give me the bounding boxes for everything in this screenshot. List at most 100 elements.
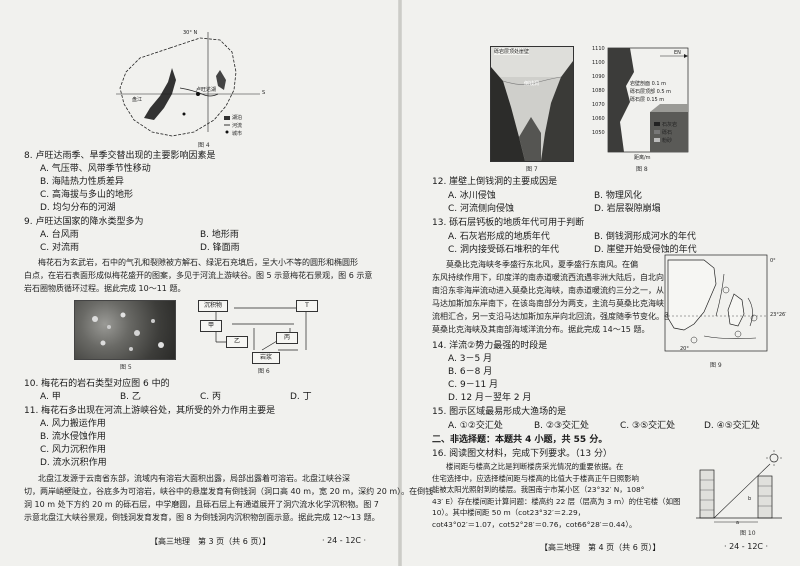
fig8-label-3: 砾石层 0.15 m [630, 97, 665, 103]
q11-option-a[interactable]: A. 风力搬运作用 [40, 419, 106, 429]
fig4-country-outline [119, 37, 237, 137]
q10-stem: 10. 梅花石的岩石类型对应图 6 中的 [24, 379, 170, 389]
q14-stem: 14. 洋流②势力最强的时段是 [432, 341, 548, 351]
fig8-ytick-1050: 1050 [592, 130, 605, 136]
q16-stem: 16. 阅读图文材料，完成下列要求。（13 分） [432, 449, 612, 459]
q15-option-a[interactable]: A. ①②交汇处 [448, 421, 503, 431]
passage-building-line-4: 43′ E）存在楼间距计算问题：楼高约 22 层（层高为 3 m）的住宅楼（如图 [432, 496, 681, 506]
fig9-map [664, 254, 768, 352]
passage-mozambique: 莫桑比克海峡冬季盛行东北风，夏季盛行东南风。在偏 东风持续作用下，印度洋的南赤道… [432, 258, 698, 336]
q13-option-a[interactable]: A. 石灰岩形成的地质年代 [448, 232, 550, 242]
fig6-box-yi: 乙 [226, 336, 248, 348]
fig7-caption: 图 7 [526, 166, 538, 173]
passage-meihuashi-line-3: 岩石圈物质循环过程。据此完成 10～11 题。 [24, 284, 186, 293]
passage-mozambique-line-2: 东风持续作用下，印度洋的南赤道暖流西流遇非洲大陆后，自北向 [432, 273, 664, 282]
q9-option-a[interactable]: A. 台风雨 [40, 230, 79, 240]
q13-option-d[interactable]: D. 崖壁开始受侵蚀的年代 [594, 245, 697, 255]
q10-option-b[interactable]: B. 乙 [120, 392, 141, 402]
q12-option-a[interactable]: A. 冰川侵蚀 [448, 191, 496, 201]
fig6-box-bing: 丙 [276, 332, 298, 344]
passage-building-line-3: 能被太阳光照射到的楼层。我国南宁市某小区（23°32′ N，108° [432, 485, 645, 494]
q10-option-c[interactable]: C. 丙 [200, 392, 222, 402]
q14-option-d[interactable]: D. 12 月－翌年 2 月 [448, 393, 532, 403]
fig4-label-lake: 卢旺达湖 [196, 87, 217, 93]
fig5-caption: 图 5 [120, 364, 132, 371]
passage-mozambique-line-3: 南沿东非海岸流动进入莫桑比克海峡，南赤道暖流约三分之一，从 [432, 286, 664, 295]
fig4-legend-river: 河流 [232, 123, 243, 129]
q14-option-a[interactable]: A. 3－5 月 [448, 354, 493, 364]
q8-option-a[interactable]: A. 气压带、风带季节性移动 [40, 164, 151, 174]
q12-option-b[interactable]: B. 物理风化 [594, 191, 642, 201]
q15-option-d[interactable]: D. ④⑤交汇处 [704, 421, 760, 431]
fig6-box-jia: 甲 [200, 320, 222, 332]
passage-beipanjiang-line-3: 洞 10 m 处下方约 20 m 的砾石层，中学磨圆，且砾石层上有通道展开了洞穴… [24, 500, 379, 509]
q13-option-b[interactable]: B. 倒钱洞形成河水的年代 [594, 232, 696, 242]
fig6-caption: 图 6 [258, 368, 270, 375]
fig6-box-magma: 岩浆 [252, 352, 280, 364]
q13-stem: 13. 砾石层钙板的地质年代可用于判断 [432, 218, 585, 228]
fig8-ytick-1080: 1080 [592, 88, 605, 94]
footer-left-page-code: · 24 - 12C · [322, 536, 367, 545]
q9-option-d[interactable]: D. 锋面雨 [200, 243, 240, 253]
q15-option-b[interactable]: B. ②③交汇处 [534, 421, 590, 431]
fig4-lake-2 [216, 70, 226, 90]
q9-option-c[interactable]: C. 对流雨 [40, 243, 80, 253]
q12-option-d[interactable]: D. 岩层裂隙崩塌 [594, 204, 661, 214]
fig4-legend-city: 城市 [232, 131, 243, 137]
fig8-profile [607, 47, 689, 153]
footer-left-page-label: 【高三地理 第 3 页（共 6 页）】 [150, 537, 271, 546]
q9-option-b[interactable]: B. 地形雨 [200, 230, 239, 240]
passage-mozambique-line-6: 莫桑比克海峡及其南部海域洋流分布。据此完成 14～15 题。 [432, 325, 650, 334]
passage-mozambique-line-1: 莫桑比克海峡冬季盛行东北风，夏季盛行东南风。在偏 [446, 260, 638, 269]
fig5-photo [74, 300, 176, 360]
fig8-legend-limestone: 石灰岩 [662, 122, 678, 128]
fig10-caption: 图 10 [740, 530, 756, 537]
q14-option-b[interactable]: B. 6－8 月 [448, 367, 493, 377]
fig8-ytick-1090: 1090 [592, 74, 605, 80]
footer-right-page-code: · 24 - 12C · [724, 542, 769, 551]
q8-option-c[interactable]: C. 高海拔与多山的地形 [40, 190, 134, 200]
passage-beipanjiang-line-1: 北盘江发源于云南省东部，流域内有溶岩大面积出露，局部出露着可溶岩。北盘江峡谷深 [38, 474, 350, 483]
fig8-ytick-1110: 1110 [592, 46, 605, 52]
fig8-legend-silt: 粉砂 [662, 138, 673, 144]
fig4-lake [144, 68, 176, 120]
fig4-label-river: 盘江 [132, 97, 143, 103]
fig10-label-a: a [736, 520, 740, 526]
fig8-ytick-1060: 1060 [592, 116, 605, 122]
passage-meihuashi: 梅花石为玄武岩，石中的气孔和裂隙被方解石、绿泥石充填后，呈大小不等的圆形和椭圆形… [24, 256, 372, 295]
fig8-label-1: 岩壁剖面 0.1 m [630, 81, 667, 87]
fig4-label-s: S [262, 90, 266, 96]
q8-option-b[interactable]: B. 海陆热力性质差异 [40, 177, 124, 187]
fig8-xlabel: 距离/m [634, 155, 651, 161]
fig8-label-2: 砾石层顶部 0.5 m [630, 89, 672, 95]
q14-option-c[interactable]: C. 9－11 月 [448, 380, 499, 390]
passage-building-line-5: 10）。其中楼间距 50 m（cot23°32′＝2.29， [432, 508, 586, 517]
q15-option-c[interactable]: C. ③⑤交汇处 [620, 421, 676, 431]
q12-option-c[interactable]: C. 河流侧向侵蚀 [448, 204, 515, 214]
passage-building-line-2: 住宅选择中，应选择楼间距与楼高的比值大于楼高正午日照影响 [432, 473, 639, 483]
fig10-diagram [696, 450, 782, 523]
q8-option-d[interactable]: D. 均匀分布的河湖 [40, 203, 116, 213]
q13-option-c[interactable]: C. 洞内接受砾石堆积的年代 [448, 245, 560, 255]
q8-stem: 8. 卢旺达雨季、旱季交替出现的主要影响因素是 [24, 151, 216, 161]
fig7-photo [490, 46, 574, 162]
section-2-heading: 二、非选择题：本题共 4 小题，共 55 分。 [432, 435, 608, 445]
q12-stem: 12. 崖壁上倒钱洞的主要成因是 [432, 177, 558, 187]
passage-building-line-6: cot43°02′＝1.07，cot52°28′＝0.76，cot66°28′＝… [432, 519, 637, 529]
fig8-legend-gravel: 砾石 [662, 130, 673, 136]
passage-building-line-1: 楼间距与楼高之比是判断楼房采光情况的重要依据。在 [446, 462, 624, 471]
passage-beipanjiang-line-4: 示意北盘江大峡谷景观，倒钱洞发育发育，图 8 为倒钱洞内沉积物剖面示意。据此完成… [24, 513, 380, 522]
passage-building-spacing: 楼间距与楼高之比是判断楼房采光情况的重要依据。在 住宅选择中，应选择楼间距与楼高… [432, 461, 680, 530]
q11-option-b[interactable]: B. 流水侵蚀作用 [40, 432, 106, 442]
footer-right-page-label: 【高三地理 第 4 页（共 6 页）】 [540, 543, 661, 552]
fig9-caption: 图 9 [710, 362, 722, 369]
q10-option-a[interactable]: A. 甲 [40, 392, 61, 402]
q11-option-d[interactable]: D. 流水沉积作用 [40, 458, 107, 468]
q10-option-d[interactable]: D. 丁 [290, 392, 312, 402]
fig9-label-20: 20° [680, 346, 689, 352]
q11-option-c[interactable]: C. 风力沉积作用 [40, 445, 107, 455]
fig6-box-sediment: 沉积物 [198, 300, 228, 312]
fig7-label-cave: 倒钱洞 [524, 81, 540, 87]
fig4-map [116, 32, 260, 137]
fig7-label-top: 砾岩层顶处崖壁 [494, 48, 530, 55]
